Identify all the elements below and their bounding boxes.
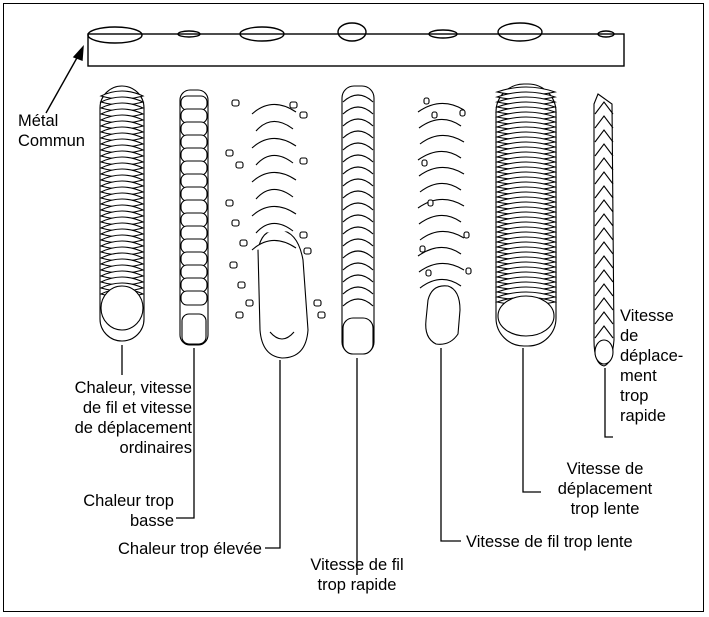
bead-travel-fast bbox=[594, 94, 614, 366]
bead-normal bbox=[100, 86, 144, 341]
bead-wire-slow bbox=[418, 98, 471, 344]
bead-wire-fast bbox=[342, 86, 374, 354]
bead-heat-high bbox=[226, 100, 325, 358]
base-metal-arrow bbox=[46, 47, 83, 113]
base-metal-plate bbox=[88, 23, 624, 66]
label-wire-slow: Vitesse de fil trop lente bbox=[466, 532, 633, 552]
bead-heat-low bbox=[180, 90, 208, 345]
bead-travel-slow bbox=[496, 84, 556, 346]
label-heat-high: Chaleur trop élevée bbox=[40, 539, 262, 559]
